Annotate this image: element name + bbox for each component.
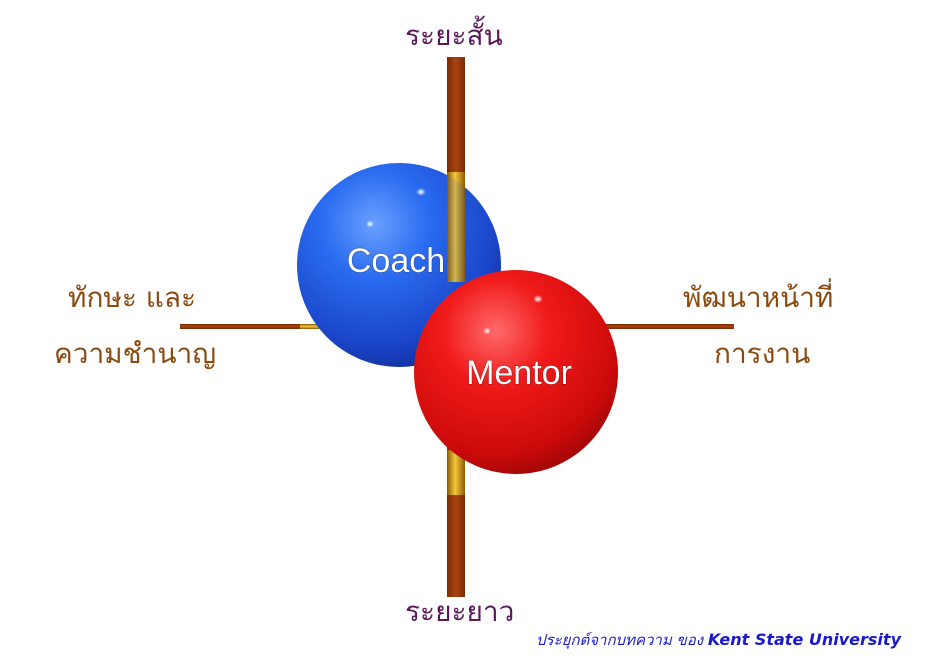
- axis-left-label-line2: ความชำนาญ: [54, 337, 217, 370]
- credit-prefix: ประยุกต์จากบทความ ของ: [536, 631, 708, 649]
- axis-bottom-label: ระยะยาว: [405, 595, 515, 628]
- source-credit: ประยุกต์จากบทความ ของ Kent State Univers…: [536, 628, 901, 652]
- axis-top-label: ระยะสั้น: [405, 19, 503, 52]
- vertical-axis-gold-lower: [447, 450, 465, 495]
- axis-right-label-line1: พัฒนาหน้าที่: [683, 281, 834, 314]
- credit-source: Kent State University: [707, 630, 901, 649]
- coach-label: Coach: [347, 242, 445, 280]
- mentor-label: Mentor: [466, 354, 572, 392]
- vertical-axis-front-segment: [447, 172, 465, 282]
- axis-left-label-line1: ทักษะ และ: [68, 281, 197, 314]
- mentor-sphere: [414, 270, 618, 474]
- axis-right-label-line2: การงาน: [714, 337, 811, 370]
